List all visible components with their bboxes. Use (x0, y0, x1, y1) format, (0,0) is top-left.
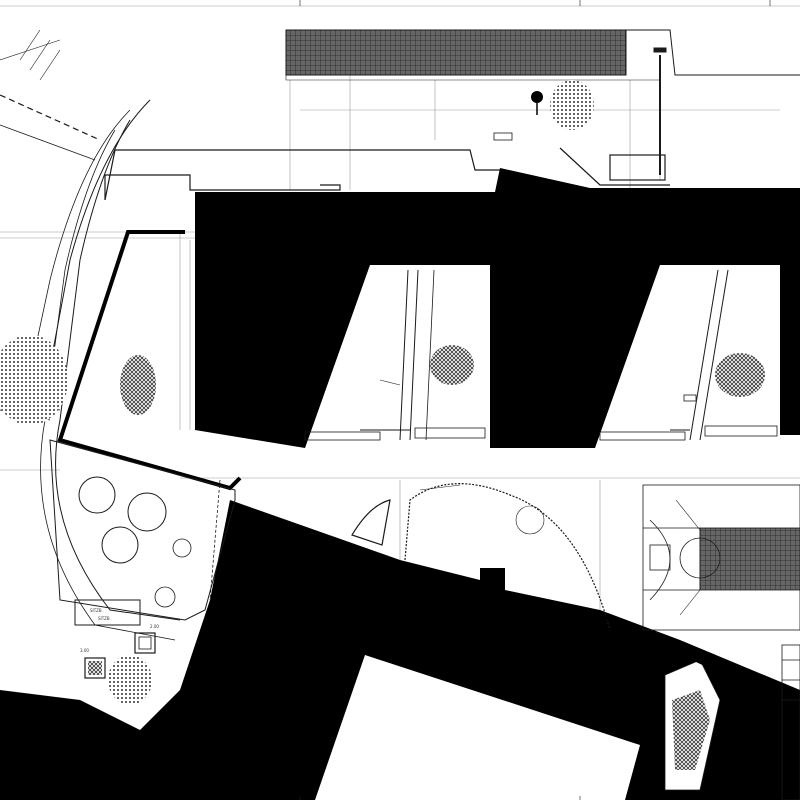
courtyard-1 (304, 269, 486, 441)
bench-label-a: SITZB. (90, 608, 103, 613)
bench-label-b: SITZB. (98, 616, 111, 621)
playground-area: SITZB. SITZB. 2.00 3.00 (49, 439, 236, 705)
edge-wall (599, 613, 781, 702)
planting-area-top (550, 80, 594, 130)
dimension-label-b: 3.00 (80, 648, 89, 653)
central-plaza (351, 483, 611, 631)
tree-symbol (531, 91, 543, 103)
courtyard-2 (599, 269, 778, 441)
service-path (104, 147, 670, 201)
bench-symbol (493, 132, 513, 141)
playground-boundary (57, 230, 242, 491)
parking-strip (285, 29, 627, 76)
courtyard-cutout (315, 655, 640, 800)
border-ticks (299, 0, 771, 800)
basketball-court (642, 484, 800, 631)
planting-area-west (0, 335, 68, 425)
top-road-lines (285, 29, 800, 175)
planting-area-left (120, 355, 156, 415)
dimension-label-a: 2.00 (150, 624, 159, 629)
corner-planting (672, 690, 710, 770)
building-masses (0, 168, 800, 800)
road-edges (0, 29, 151, 421)
legend-box (781, 644, 800, 800)
